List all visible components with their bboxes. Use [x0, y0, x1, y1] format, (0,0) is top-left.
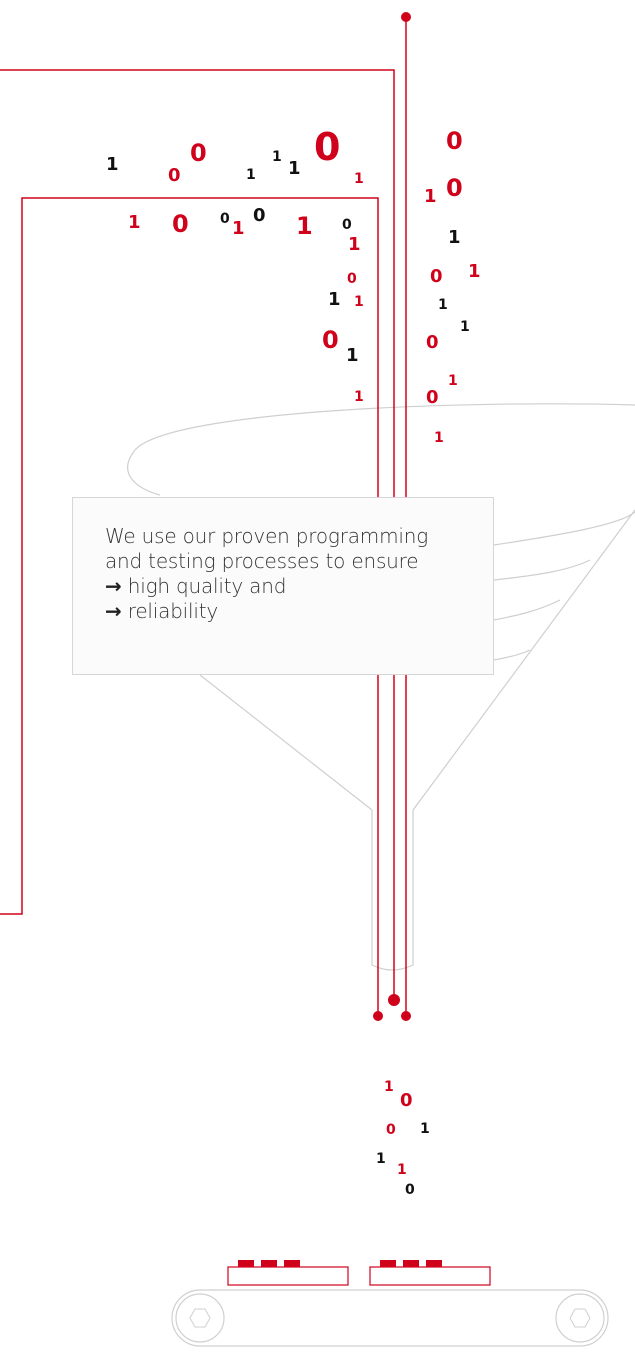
binary-digit: 1 — [106, 156, 119, 174]
binary-digit: 1 — [460, 320, 470, 334]
binary-digit: 1 — [468, 263, 481, 281]
bullet-text: reliability — [128, 599, 218, 623]
binary-digit: 0 — [446, 176, 463, 200]
binary-digit: 1 — [128, 214, 141, 232]
binary-digit: 0 — [400, 1092, 413, 1110]
binary-digit: 1 — [384, 1080, 394, 1094]
binary-digit: 1 — [354, 172, 364, 186]
binary-digit: 0 — [220, 212, 230, 226]
binary-digit: 1 — [448, 374, 458, 388]
binary-digit: 0 — [168, 167, 181, 185]
binary-digit: 0 — [446, 129, 463, 153]
conveyor-belt — [172, 1260, 608, 1346]
binary-digit: 0 — [405, 1183, 415, 1197]
binary-digit: 1 — [246, 168, 256, 182]
bullet-item: → reliability — [105, 599, 473, 624]
arrow-right-icon: → — [105, 574, 122, 598]
info-box: We use our proven programming and testin… — [72, 497, 494, 675]
bullet-text: high quality and — [128, 574, 286, 598]
binary-digit: 0 — [253, 207, 266, 225]
binary-digit: 0 — [430, 268, 443, 286]
binary-digit: 1 — [272, 150, 282, 164]
binary-digit: 0 — [342, 218, 352, 232]
funnel-shape — [128, 404, 635, 970]
binary-digit: 1 — [438, 298, 448, 312]
binary-digit: 1 — [348, 236, 361, 254]
binary-digit: 1 — [354, 295, 364, 309]
binary-digit: 0 — [347, 272, 357, 286]
binary-digit: 1 — [296, 214, 313, 238]
info-line: We use our proven programming — [105, 524, 473, 549]
binary-digit: 1 — [420, 1122, 430, 1136]
binary-digit: 1 — [232, 220, 245, 238]
binary-digit: 1 — [376, 1152, 386, 1166]
binary-digit: 1 — [354, 390, 364, 404]
binary-digit: 0 — [172, 212, 189, 236]
binary-digit: 0 — [426, 389, 439, 407]
binary-digit: 1 — [346, 347, 359, 365]
binary-digit: 0 — [322, 328, 339, 352]
binary-digit: 0 — [426, 334, 439, 352]
binary-digit: 1 — [424, 188, 437, 206]
binary-digit: 1 — [448, 229, 461, 247]
binary-digit: 0 — [314, 128, 340, 166]
binary-digit: 1 — [397, 1163, 407, 1177]
binary-digit: 0 — [386, 1123, 396, 1137]
binary-digit: 1 — [288, 160, 301, 178]
binary-digit: 0 — [190, 141, 207, 165]
info-line: and testing processes to ensure — [105, 549, 473, 574]
bullet-item: → high quality and — [105, 574, 473, 599]
binary-digit: 1 — [434, 431, 444, 445]
binary-digit: 1 — [328, 291, 341, 309]
arrow-right-icon: → — [105, 599, 122, 623]
